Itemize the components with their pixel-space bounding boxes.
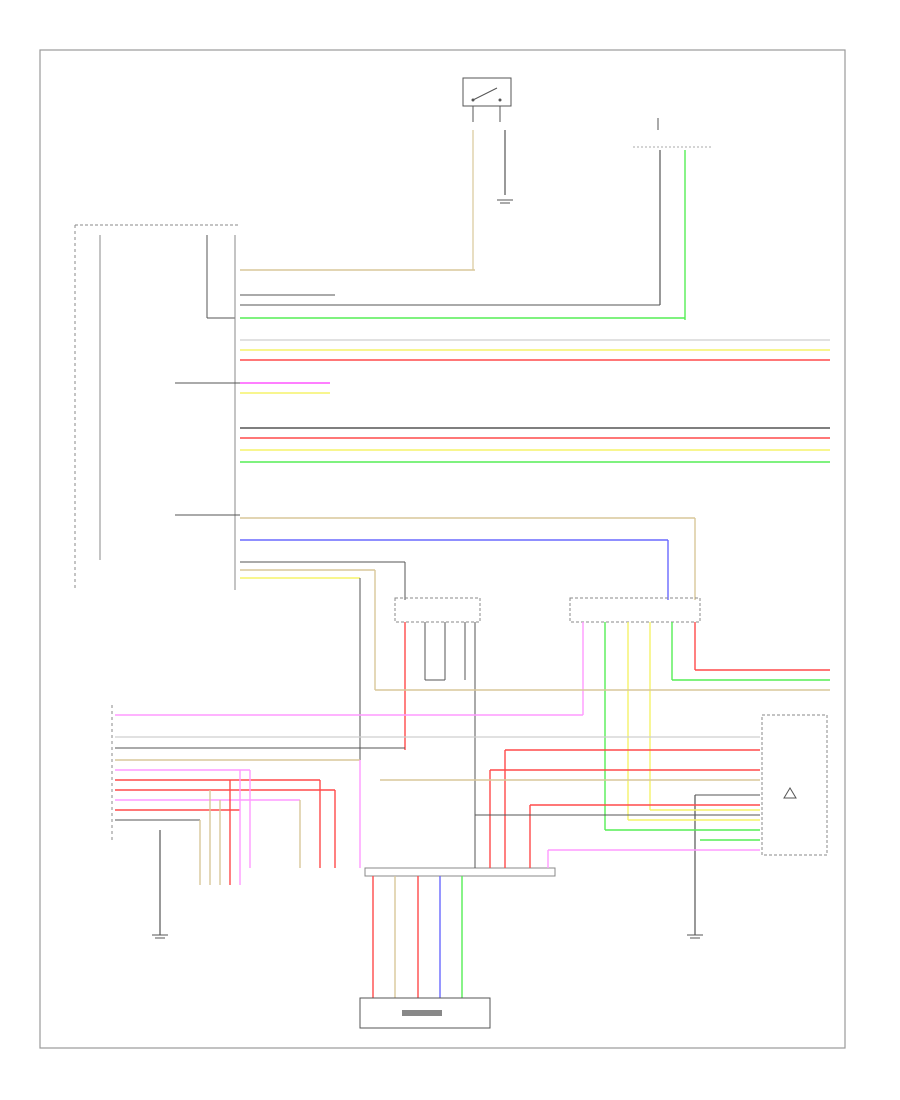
right-module xyxy=(380,714,828,939)
lower-left-connectors xyxy=(199,770,241,885)
diagram-border xyxy=(39,49,846,1049)
lower-left-module xyxy=(111,705,760,939)
middle-relay-box xyxy=(394,597,481,815)
top-right-connector xyxy=(633,118,712,320)
left-module-housing xyxy=(74,224,238,590)
right-relay-box xyxy=(375,597,830,830)
left-connector-b xyxy=(175,514,696,760)
bottom-harness xyxy=(359,876,491,1029)
wire-bundle-middle xyxy=(240,427,830,463)
left-connector-a xyxy=(175,382,330,394)
top-switch-component xyxy=(462,77,513,270)
lower-center-module xyxy=(249,750,556,877)
wire-bundle-upper xyxy=(240,269,830,361)
